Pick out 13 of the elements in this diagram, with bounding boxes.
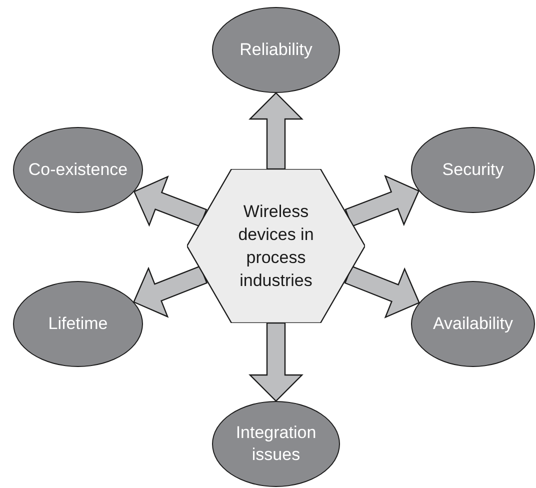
block-arrow: [248, 322, 304, 402]
ellipse-node: Reliability: [212, 7, 340, 93]
ellipse-node: Security: [411, 127, 535, 213]
ellipse-node: Integration issues: [212, 401, 340, 487]
block-arrow: [344, 266, 420, 318]
ellipse-node: Lifetime: [13, 281, 143, 367]
block-arrow: [133, 175, 208, 228]
ellipse-node: Availability: [411, 281, 535, 367]
block-arrow: [248, 92, 304, 170]
block-arrow: [344, 174, 420, 228]
node-label: Wireless devices in process industries: [237, 201, 315, 292]
block-arrow: [133, 265, 208, 318]
ellipse-node: Co-existence: [13, 127, 143, 213]
